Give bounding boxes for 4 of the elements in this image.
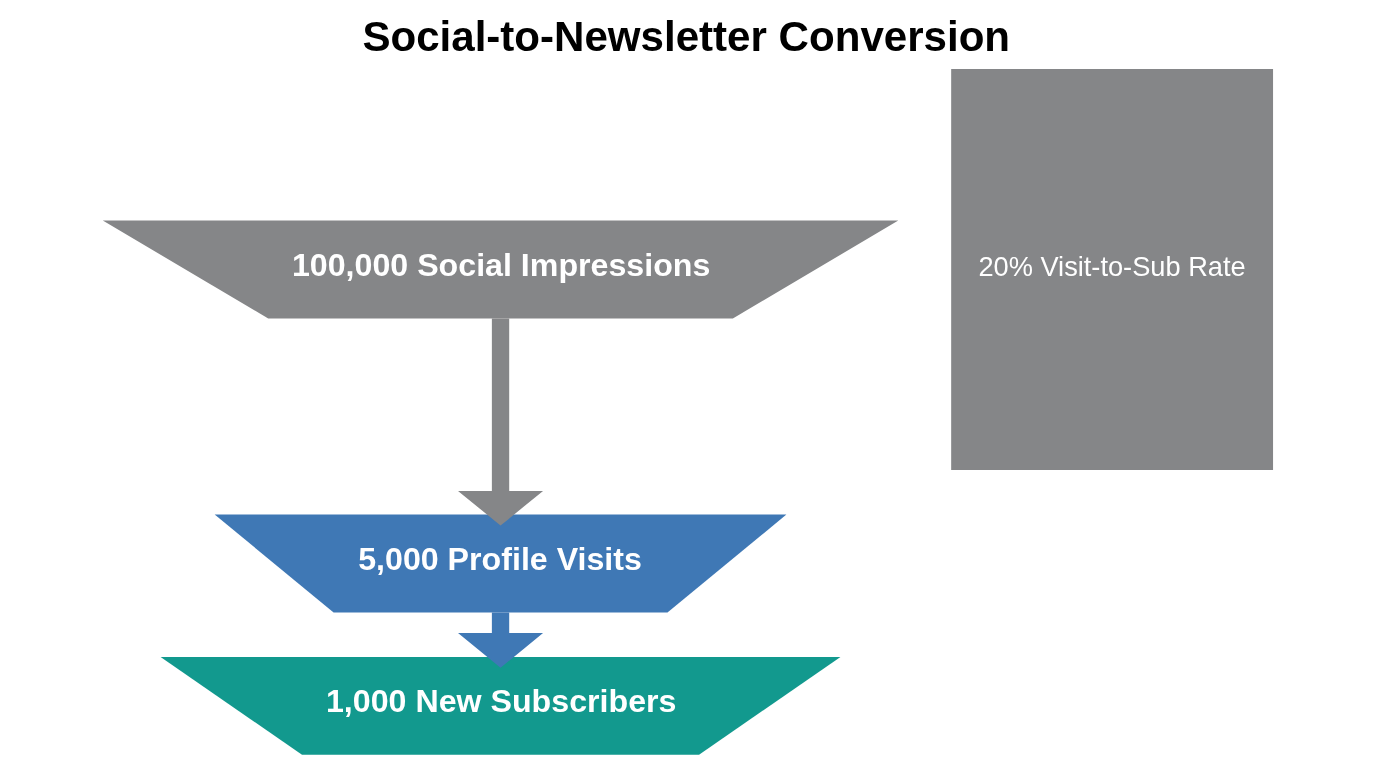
diagram-title: Social-to-Newsletter Conversion — [362, 12, 1011, 60]
node-box: 20% Visit-to-Sub Rate — [951, 68, 1274, 471]
arrow — [458, 318, 544, 526]
arrow — [458, 612, 544, 668]
